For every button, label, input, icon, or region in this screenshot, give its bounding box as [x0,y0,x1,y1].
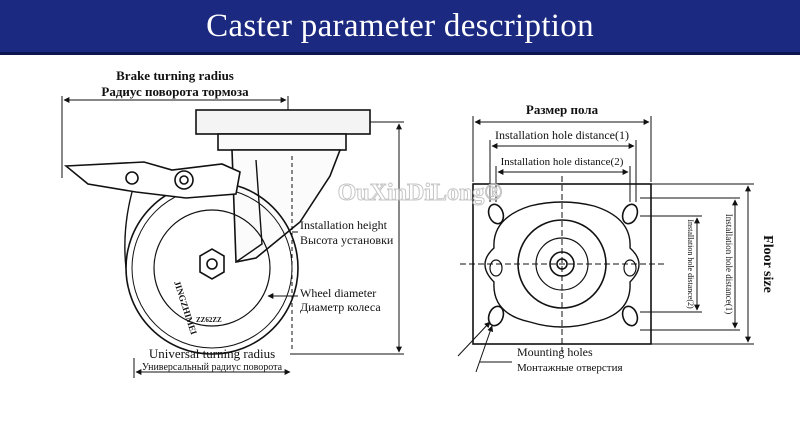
install-height-label-ru: Высота установки [300,233,394,247]
brake-radius-label-ru: Радиус поворота тормоза [101,84,249,99]
universal-radius-label-ru: Универсальный радиус поворота [142,362,283,373]
floor-size-label-en: Floor size [760,235,775,293]
mounting-hole-top-right [621,203,639,225]
axle-nut [199,248,225,280]
universal-radius-label-en: Universal turning radius [149,346,275,361]
wheel-diameter-label-ru: Диаметр колеса [300,300,381,314]
watermark: OuXinDiLong® [338,180,503,206]
hole-distance-2-label: Installation hole distance(2) [501,156,624,168]
brake-pivot [174,170,194,190]
title-banner [0,0,800,55]
floor-size-label-ru: Размер пола [526,102,599,117]
wheel-hub-ring [153,209,271,327]
left-dimensions [61,96,404,378]
wheel-brand-text: JINGZHIMEI [172,280,199,337]
wheel-diameter-label-en: Wheel diameter [300,286,376,300]
mounting-hole-leader-a [457,321,491,357]
hole-distance-1-label: Installation hole distance(1) [495,128,629,142]
mounting-hole-leader-b [475,325,494,373]
v-hole-distance-1-label: Installation hole distance(1) [724,214,734,314]
right-dimensions [457,116,754,373]
caster-side-view [63,109,371,355]
page-title: Caster parameter description [206,8,594,44]
wheel-code-text: ZZ62ZZ [196,316,222,324]
mounting-hole-top-left [487,203,505,225]
brake-lever [63,161,241,199]
brake-radius-label-en: Brake turning radius [116,68,234,83]
mounting-hole-bottom-left [487,305,505,327]
install-height-label-en: Installation height [300,218,388,232]
mounting-holes-label-ru: Монтажные отверстия [517,362,623,374]
swivel-ring [217,133,347,151]
v-hole-distance-2-label: Installation hole distance(2) [686,219,695,309]
plate-boss-outline [484,201,640,328]
top-plate [195,109,371,135]
mounting-holes-label-en: Mounting holes [517,345,593,359]
mounting-hole-bottom-right [621,305,639,327]
